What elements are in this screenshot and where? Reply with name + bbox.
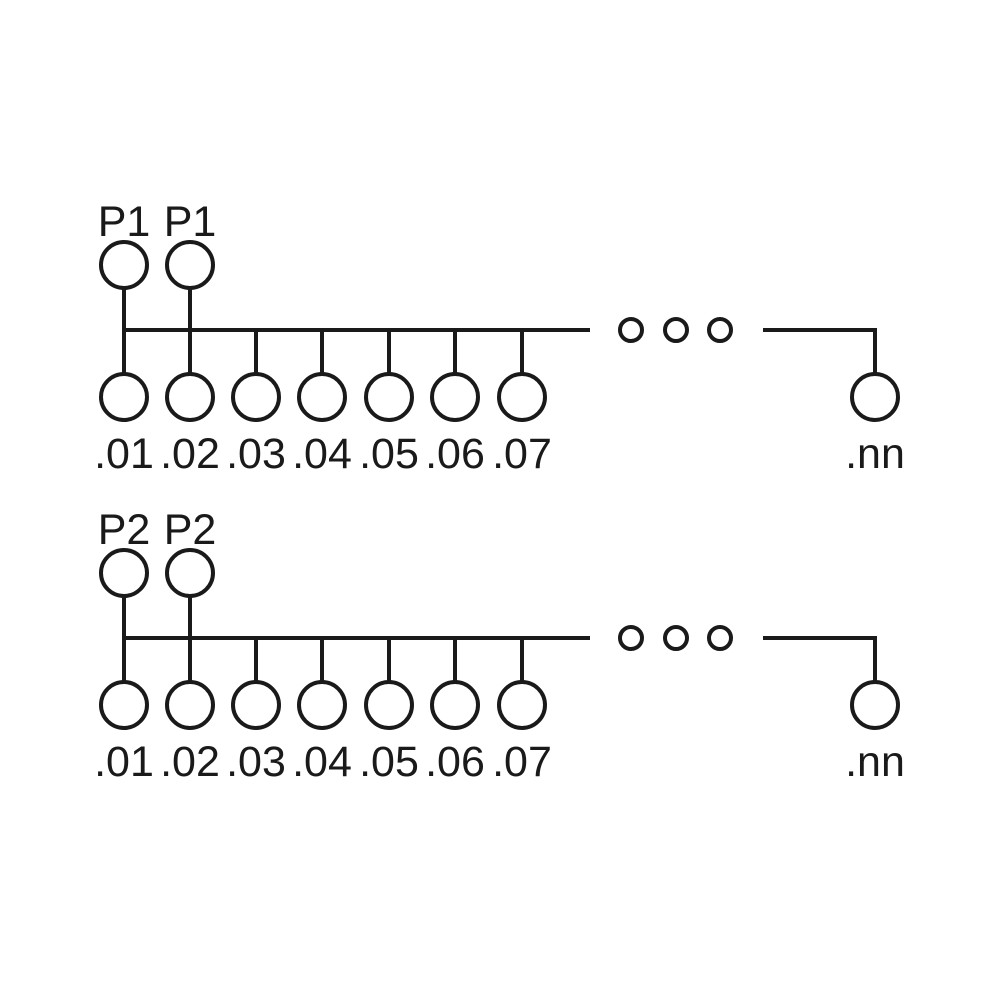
potential-label: P2 — [98, 506, 151, 554]
bridged-terminal — [231, 372, 281, 422]
potential-terminal — [99, 548, 149, 598]
terminal-label: .06 — [425, 738, 485, 786]
ellipsis-dot — [663, 317, 689, 343]
terminal-label: .07 — [492, 738, 552, 786]
potential-label: P2 — [164, 506, 217, 554]
terminal-label: .02 — [160, 430, 220, 478]
potential-terminal — [165, 240, 215, 290]
bridged-terminal — [99, 372, 149, 422]
terminal-label: .06 — [425, 430, 485, 478]
potential-label: P1 — [98, 198, 151, 246]
ellipsis-dot — [618, 625, 644, 651]
ellipsis-dot — [663, 625, 689, 651]
bridged-terminal — [165, 680, 215, 730]
terminal-label: .05 — [359, 430, 419, 478]
bridged-terminal — [430, 680, 480, 730]
terminal-label: .02 — [160, 738, 220, 786]
end-terminal-label: .nn — [845, 738, 905, 786]
ellipsis-dot — [707, 317, 733, 343]
bridged-terminal — [99, 680, 149, 730]
bridged-terminal — [497, 680, 547, 730]
end-bus-line — [763, 636, 877, 682]
ellipsis-dot — [707, 625, 733, 651]
terminal-label: .07 — [492, 430, 552, 478]
group-1: P1 P1 .01.02.03.04.05.06.07 .nn — [94, 198, 905, 478]
bridged-terminal — [364, 372, 414, 422]
bridged-terminal — [497, 372, 547, 422]
terminal-label: .03 — [226, 738, 286, 786]
potential-terminal — [165, 548, 215, 598]
end-bus-line — [763, 328, 877, 374]
potential-terminal — [99, 240, 149, 290]
bridged-terminal — [165, 372, 215, 422]
bridged-terminal — [297, 680, 347, 730]
bridged-terminal — [364, 680, 414, 730]
bridged-terminal — [231, 680, 281, 730]
terminal-label: .04 — [292, 430, 352, 478]
bridged-terminal — [297, 372, 347, 422]
bridged-terminal — [430, 372, 480, 422]
potential-label: P1 — [164, 198, 217, 246]
group-2: P2 P2 .01.02.03.04.05.06.07 .nn — [94, 506, 905, 786]
end-terminal — [850, 680, 900, 730]
end-terminal-label: .nn — [845, 430, 905, 478]
terminal-label: .01 — [94, 738, 154, 786]
terminal-label: .01 — [94, 430, 154, 478]
terminal-label: .04 — [292, 738, 352, 786]
end-terminal — [850, 372, 900, 422]
terminal-label: .03 — [226, 430, 286, 478]
terminal-label: .05 — [359, 738, 419, 786]
ellipsis-dot — [618, 317, 644, 343]
